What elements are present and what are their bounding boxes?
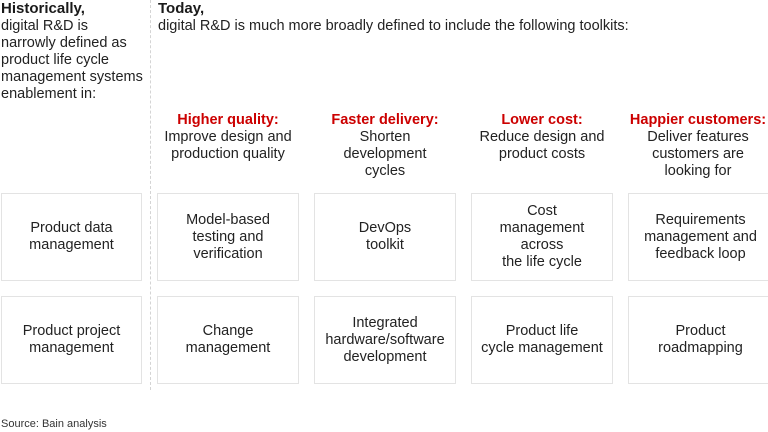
column-header-lower-cost: Lower cost: Reduce design and product co… bbox=[471, 112, 613, 163]
source-note: Source: Bain analysis bbox=[1, 418, 107, 430]
dashed-divider bbox=[150, 0, 151, 390]
column-title: Lower cost: bbox=[501, 112, 583, 128]
box-product-project-management: Product project management bbox=[1, 296, 142, 384]
box-model-based-testing: Model-based testing and verification bbox=[157, 193, 299, 281]
column-header-faster-delivery: Faster delivery: Shorten development cyc… bbox=[314, 112, 456, 180]
box-requirements-management: Requirements management and feedback loo… bbox=[628, 193, 768, 281]
column-desc: Improve design and production quality bbox=[164, 129, 292, 162]
box-product-roadmapping: Product roadmapping bbox=[628, 296, 768, 384]
column-header-higher-quality: Higher quality: Improve design and produ… bbox=[157, 112, 299, 163]
box-change-management: Change management bbox=[157, 296, 299, 384]
box-product-data-management: Product data management bbox=[1, 193, 142, 281]
column-desc: Reduce design and product costs bbox=[479, 129, 605, 162]
column-title: Higher quality: bbox=[177, 112, 279, 128]
historically-label: Historically, bbox=[1, 0, 85, 17]
historically-intro: Historically, digital R&D is narrowly de… bbox=[1, 0, 146, 103]
column-title: Happier customers: bbox=[629, 112, 767, 128]
column-header-happier-customers: Happier customers: Deliver features cust… bbox=[628, 112, 768, 180]
box-product-life-cycle-management: Product life cycle management bbox=[471, 296, 613, 384]
historically-text: digital R&D is narrowly defined as produ… bbox=[1, 18, 143, 102]
today-label: Today, bbox=[158, 0, 205, 17]
today-text: digital R&D is much more broadly defined… bbox=[158, 18, 629, 34]
column-title: Faster delivery: bbox=[331, 112, 439, 128]
box-integrated-hw-sw: Integrated hardware/software development bbox=[314, 296, 456, 384]
column-desc: Shorten development cycles bbox=[343, 129, 427, 179]
box-devops-toolkit: DevOps toolkit bbox=[314, 193, 456, 281]
box-cost-management: Cost management across the life cycle bbox=[471, 193, 613, 281]
column-desc: Deliver features customers are looking f… bbox=[647, 129, 749, 179]
today-intro: Today, digital R&D is much more broadly … bbox=[158, 0, 758, 35]
